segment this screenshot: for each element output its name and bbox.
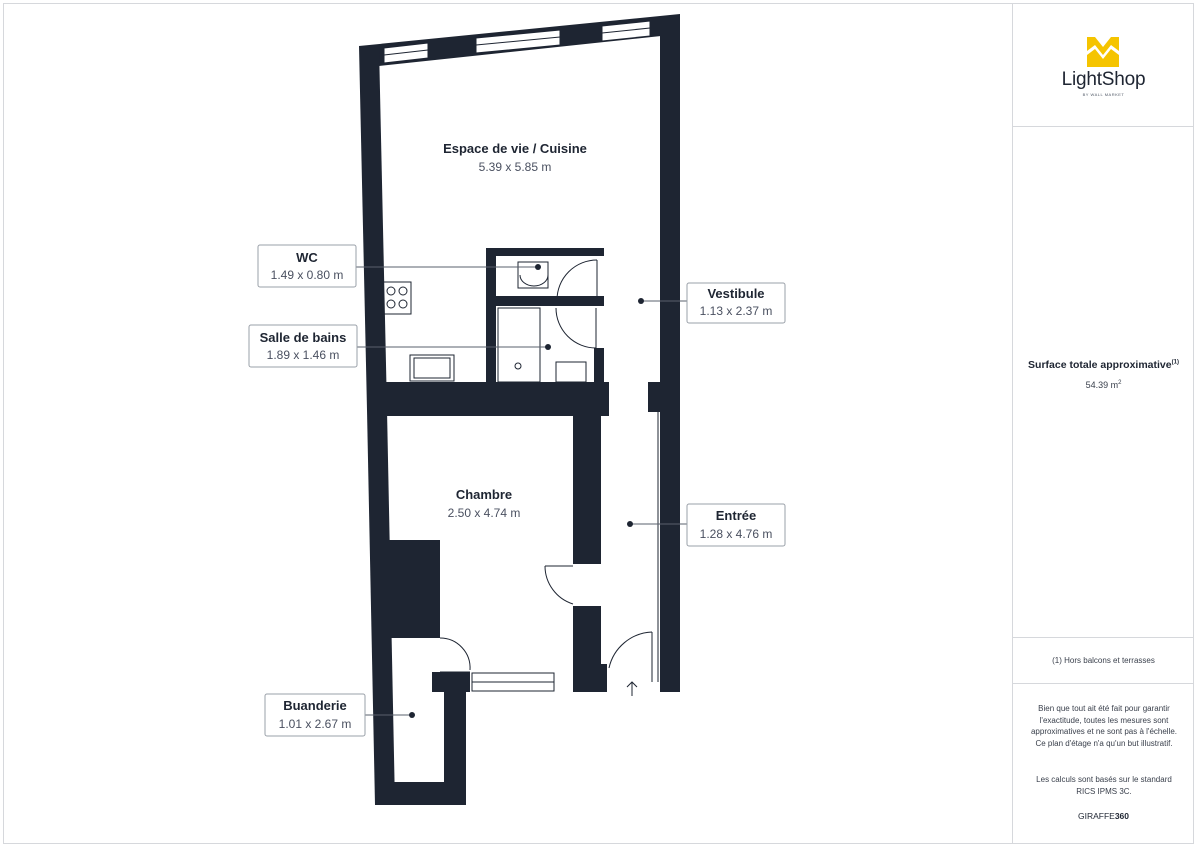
room-dim-chambre: 2.50 x 4.74 m [448,506,521,520]
walls [359,14,680,805]
room-dim-wc: 1.49 x 0.80 m [271,268,344,282]
label-entree: Entrée 1.28 x 4.76 m [686,503,786,547]
disclaimer-text: Bien que tout ait été fait pour garantir… [1030,704,1178,748]
room-dim-buanderie: 1.01 x 2.67 m [279,717,352,731]
room-name-espace-de-vie: Espace de vie / Cuisine [443,141,587,156]
footnote: (1) Hors balcons et terrasses [1052,656,1155,665]
windows [383,20,651,692]
floor-plan: Espace de vie / Cuisine 5.39 x 5.85 m Ch… [248,14,786,805]
label-buanderie: Buanderie 1.01 x 2.67 m [264,693,366,737]
room-markers [355,264,687,718]
room-name-chambre: Chambre [456,487,512,502]
room-name-wc: WC [296,250,318,265]
label-wc: WC 1.49 x 0.80 m [257,244,357,288]
room-name-vestibule: Vestibule [707,286,764,301]
label-salle-de-bains: Salle de bains 1.89 x 1.46 m [248,324,358,368]
surface-title: Surface totale approximative(1) [1028,359,1179,371]
surface-value: 54.39 m2 [1085,380,1122,390]
surface-section: Surface totale approximative(1) 54.39 m2 [1013,127,1194,638]
surface-value-sup: 2 [1118,380,1122,386]
brand-subtitle: BY WALL MARKET [1082,92,1125,97]
label-vestibule: Vestibule 1.13 x 2.37 m [686,282,786,324]
room-name-entree: Entrée [716,508,756,523]
credit-logo: GIRAFFE360 [1077,811,1130,821]
lightshop-crown-icon [1087,37,1119,67]
fixtures [382,259,659,696]
room-dim-vestibule: 1.13 x 2.37 m [700,304,773,318]
footnote-section: (1) Hors balcons et terrasses [1013,638,1194,684]
disclaimer-section: Bien que tout ait été fait pour garantir… [1013,684,1194,844]
brand-name: LightShop [1061,69,1146,90]
surface-title-sup: (1) [1171,359,1179,366]
room-name-buanderie: Buanderie [283,698,347,713]
brand-section: LightShop BY WALL MARKET [1013,3,1194,127]
room-dim-espace-de-vie: 5.39 x 5.85 m [479,160,552,174]
page-frame [3,3,1194,844]
room-name-salle-de-bains: Salle de bains [260,330,347,345]
room-dim-salle-de-bains: 1.89 x 1.46 m [267,348,340,362]
standard-text: Les calculs sont basés sur le standard R… [1036,775,1172,796]
info-panel: LightShop BY WALL MARKET Surface totale … [1012,3,1194,844]
room-dim-entree: 1.28 x 4.76 m [700,527,773,541]
